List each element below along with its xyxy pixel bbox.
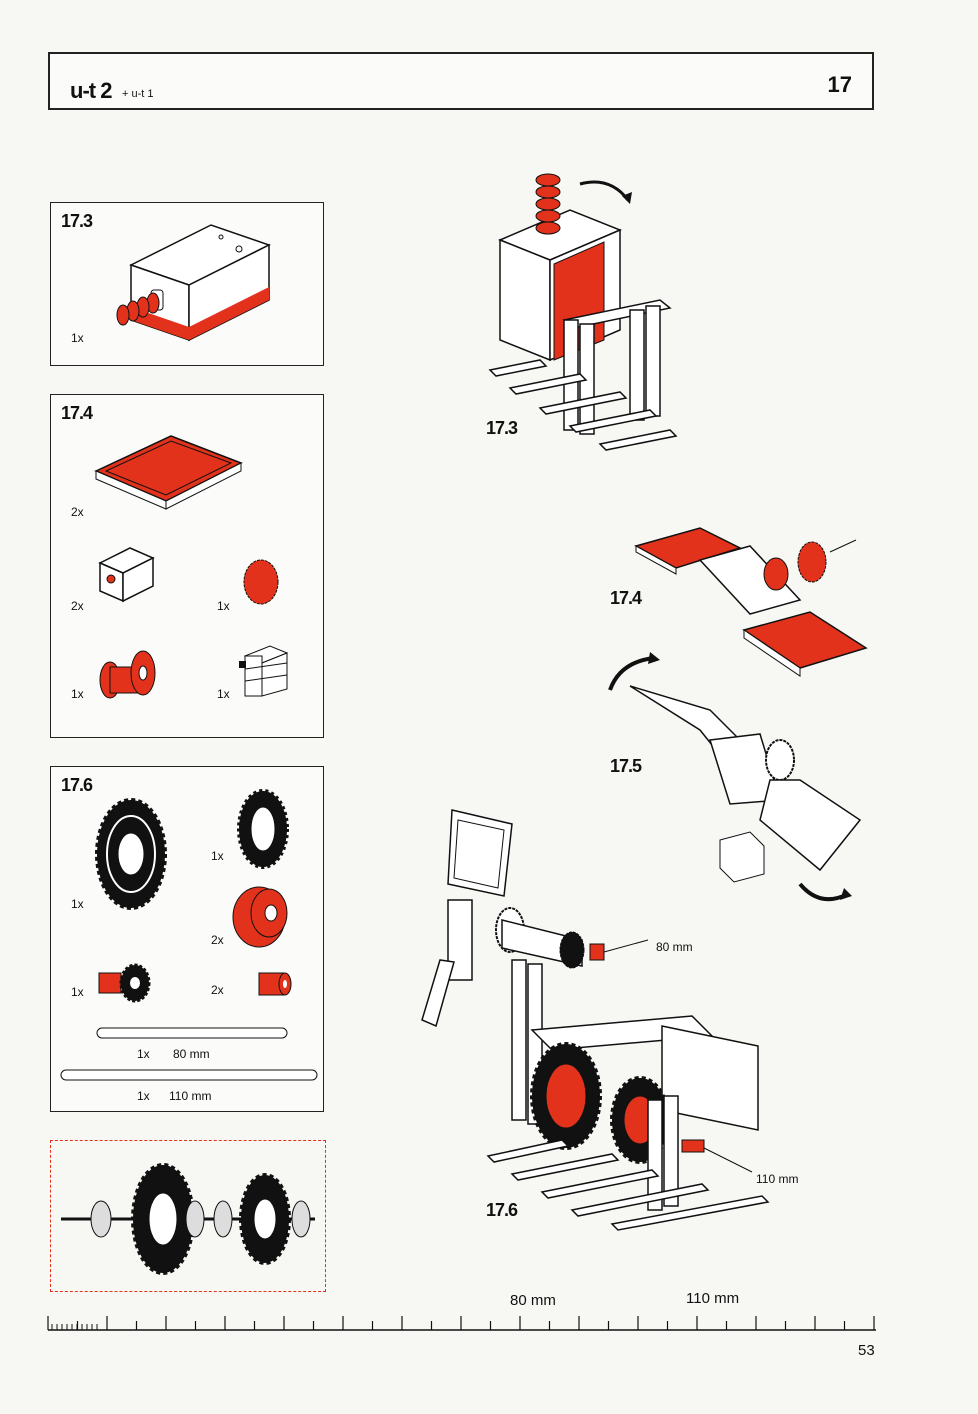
gear-assembly-detail-panel — [50, 1140, 326, 1292]
part-count: 1x — [71, 331, 84, 345]
red-hub-nut-icon — [232, 886, 288, 948]
red-gear-small-icon — [243, 559, 279, 605]
step-17-5-illustration — [608, 652, 862, 902]
step-label: 17.6 — [486, 1200, 518, 1220]
red-hub-icon — [99, 650, 156, 699]
white-building-block-icon — [98, 547, 155, 603]
part-count: 1x — [137, 1089, 150, 1103]
measurement-ruler — [47, 1316, 876, 1331]
part-count: 1x — [217, 687, 230, 701]
step-label: 17.3 — [486, 418, 518, 438]
parts-panel-17-4: 17.4 2x 2x 1x 1x 1x — [50, 394, 324, 738]
step-17-4-illustration — [634, 527, 868, 677]
part-count: 2x — [71, 599, 84, 613]
large-black-gear-icon — [95, 798, 167, 910]
part-count: 1x — [211, 849, 224, 863]
gear-train-detail-illustration — [61, 1163, 315, 1275]
axle-80mm-icon — [96, 1027, 288, 1039]
red-sleeve-icon — [258, 972, 292, 996]
panel-title: 17.6 — [61, 775, 93, 795]
part-count: 2x — [211, 983, 224, 997]
section-number: 17 — [827, 72, 852, 97]
step-17-6-illustration — [421, 809, 770, 1231]
header-bar: u-t 2 + u-t 1 17 — [48, 52, 874, 110]
part-count: 1x — [71, 687, 84, 701]
part-count: 1x — [71, 985, 84, 999]
axle-length-label: 80 mm — [173, 1047, 210, 1061]
axle-110mm-callout: 110 mm — [756, 1172, 799, 1186]
parts-panel-17-6: 17.6 1x 1x 2x 1x 2x 1x 80 mm 1x 110 mm — [50, 766, 324, 1112]
motor-with-worm-icon — [116, 224, 271, 342]
small-pinion-icon — [98, 963, 151, 1003]
axle-length-label: 110 mm — [169, 1089, 212, 1103]
part-count: 2x — [71, 505, 84, 519]
kit-subtitle: + u-t 1 — [122, 88, 154, 100]
part-count: 1x — [137, 1047, 150, 1061]
part-count: 1x — [217, 599, 230, 613]
step-label: 17.5 — [610, 756, 642, 776]
axle-80mm-callout: 80 mm — [656, 940, 693, 954]
ruler-label-80mm: 80 mm — [510, 1292, 556, 1309]
red-square-plate-icon — [94, 435, 243, 510]
page-number: 53 — [858, 1342, 875, 1359]
part-count: 1x — [71, 897, 84, 911]
step-label: 17.4 — [610, 588, 642, 608]
panel-title: 17.4 — [61, 403, 93, 423]
medium-black-gear-icon — [237, 789, 289, 869]
axle-110mm-icon — [60, 1069, 318, 1081]
ruler-label-110mm: 110 mm — [686, 1290, 740, 1307]
panel-title: 17.3 — [61, 211, 93, 231]
step-17-3-illustration — [488, 173, 678, 451]
parts-panel-17-3: 17.3 1x — [50, 202, 324, 366]
part-count: 2x — [211, 933, 224, 947]
kit-title: u-t 2 — [70, 78, 112, 103]
white-clip-block-icon — [239, 645, 289, 697]
